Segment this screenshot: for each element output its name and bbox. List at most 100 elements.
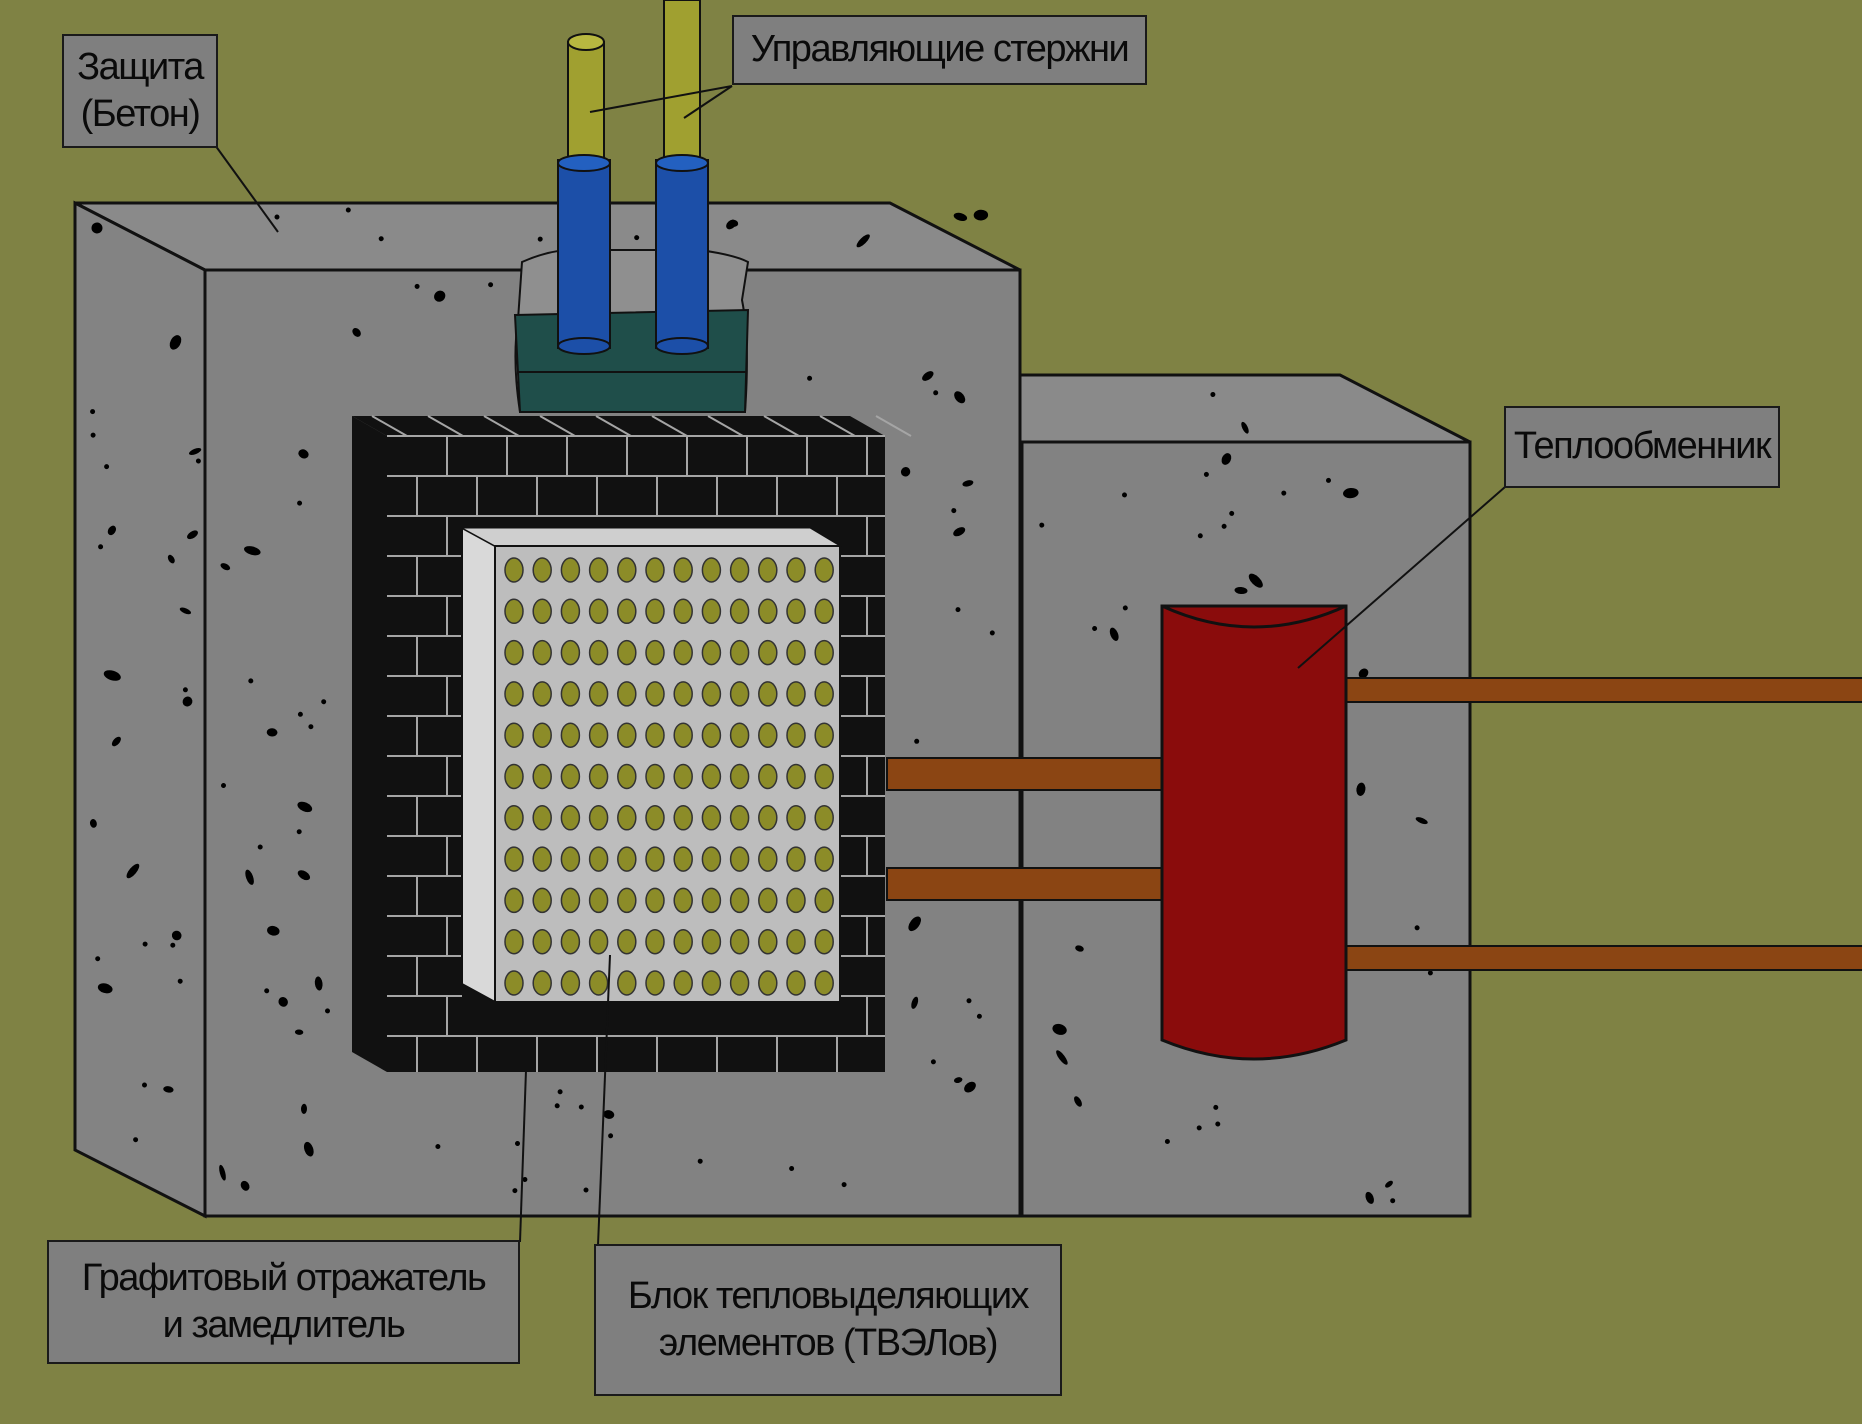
concrete-aggregate — [976, 1013, 982, 1019]
fuel-pellet — [504, 557, 524, 583]
brick-mortar — [539, 415, 576, 437]
brick-mortar — [595, 415, 632, 437]
concrete-aggregate — [297, 870, 311, 881]
concrete-aggregate — [522, 1177, 528, 1182]
concrete-aggregate — [1356, 782, 1366, 796]
concrete-aggregate — [89, 819, 97, 828]
label-heat-exchanger-text: Теплообменник — [1513, 425, 1772, 468]
concrete-aggregate — [1122, 605, 1128, 611]
fuel-pellet — [560, 887, 581, 914]
fuel-pellet — [532, 722, 552, 748]
concrete-aggregate — [1229, 510, 1235, 516]
fuel-pellet — [504, 598, 524, 625]
control-rod-right — [663, 0, 701, 169]
fuel-pellet — [532, 557, 552, 583]
fuel-pellet — [786, 805, 806, 831]
fuel-pellet — [701, 722, 722, 748]
fuel-pellet — [645, 887, 665, 914]
leader-fuel — [597, 954, 611, 1246]
concrete-aggregate — [608, 1133, 614, 1139]
fuel-pellet — [729, 887, 750, 914]
fuel-pellet — [617, 681, 637, 707]
fuel-pellet — [617, 928, 637, 955]
fuel-pellet — [814, 681, 834, 707]
concrete-aggregate — [245, 869, 254, 885]
concrete-aggregate — [296, 829, 302, 835]
concrete-aggregate — [177, 978, 183, 984]
fuel-block-side — [461, 526, 496, 1004]
fuel-pellet — [617, 557, 637, 583]
concrete-aggregate — [104, 464, 110, 470]
fuel-pellet — [532, 639, 552, 666]
concrete-aggregate — [435, 1144, 441, 1149]
fuel-pellet — [758, 928, 778, 955]
fuel-pellet — [673, 763, 693, 790]
fuel-pellet — [758, 970, 778, 996]
brick-mortar — [651, 415, 688, 437]
leader-lines — [214, 85, 1506, 1246]
fuel-pellet — [701, 763, 722, 790]
fuel-pellet — [814, 805, 834, 831]
concrete-aggregate — [95, 956, 101, 962]
fuel-pellet — [758, 722, 778, 748]
label-control-rods: Управляющие стержни — [732, 15, 1147, 85]
concrete-aggregate — [488, 282, 494, 288]
concrete-aggregate — [512, 1188, 518, 1194]
concrete-aggregate — [167, 554, 175, 564]
concrete-aggregate — [244, 546, 261, 556]
rod-sleeve-right-top — [655, 154, 709, 172]
concrete-aggregate — [1196, 1125, 1202, 1131]
fuel-pellet — [588, 887, 609, 914]
concrete-aggregate — [1203, 471, 1209, 477]
concrete-aggregate — [841, 1182, 847, 1188]
fuel-pellet — [729, 970, 750, 996]
concrete-aggregate — [98, 544, 104, 550]
fuel-pellet — [786, 887, 806, 914]
fuel-pellet — [588, 557, 609, 583]
fuel-pellet — [504, 681, 524, 707]
concrete-aggregate — [240, 1180, 250, 1191]
fuel-pellet — [729, 557, 750, 583]
fuel-pellet — [532, 887, 552, 914]
fuel-pellet — [588, 763, 609, 790]
concrete-aggregate — [726, 219, 737, 230]
fuel-pellet — [532, 846, 552, 872]
concrete-aggregate — [989, 630, 995, 636]
concrete-aggregate — [900, 467, 911, 477]
rod-sleeve-right-bottom — [655, 337, 709, 355]
fuel-pellet — [673, 970, 693, 996]
fuel-pellet — [532, 681, 552, 707]
concrete-aggregate — [248, 678, 254, 684]
fuel-pellet — [617, 722, 637, 748]
fuel-pellet — [560, 639, 581, 666]
concrete-aggregate — [107, 525, 117, 536]
concrete-aggregate — [557, 1089, 563, 1095]
fuel-pellet — [758, 639, 778, 666]
fuel-pellet — [588, 598, 609, 625]
leader-shield — [214, 144, 279, 233]
fuel-pellet — [701, 805, 722, 831]
concrete-aggregate — [1415, 817, 1428, 825]
concrete-aggregate — [345, 207, 351, 213]
fuel-pellet — [645, 681, 665, 707]
pipe-out-lower — [1344, 945, 1862, 971]
fuel-pellet — [814, 763, 834, 790]
concrete-aggregate — [169, 335, 182, 350]
fuel-pellet — [786, 639, 806, 666]
fuel-pellet — [504, 805, 524, 831]
fuel-pellet — [588, 681, 609, 707]
fuel-pellet — [504, 846, 524, 872]
fuel-pellet — [532, 763, 552, 790]
control-rod-left — [567, 41, 605, 169]
concrete-aggregate — [1248, 573, 1263, 588]
fuel-pellet — [814, 639, 834, 666]
fuel-block — [461, 526, 842, 1004]
heat-exchanger-body — [1160, 604, 1348, 1061]
fuel-pellet — [645, 639, 665, 666]
pipe-core-upper — [886, 757, 1173, 791]
concrete-aggregate — [294, 1029, 304, 1035]
fuel-pellet — [645, 970, 665, 996]
concrete-aggregate — [789, 1166, 795, 1171]
fuel-pellet — [532, 928, 552, 955]
fuel-pellet — [673, 722, 693, 748]
